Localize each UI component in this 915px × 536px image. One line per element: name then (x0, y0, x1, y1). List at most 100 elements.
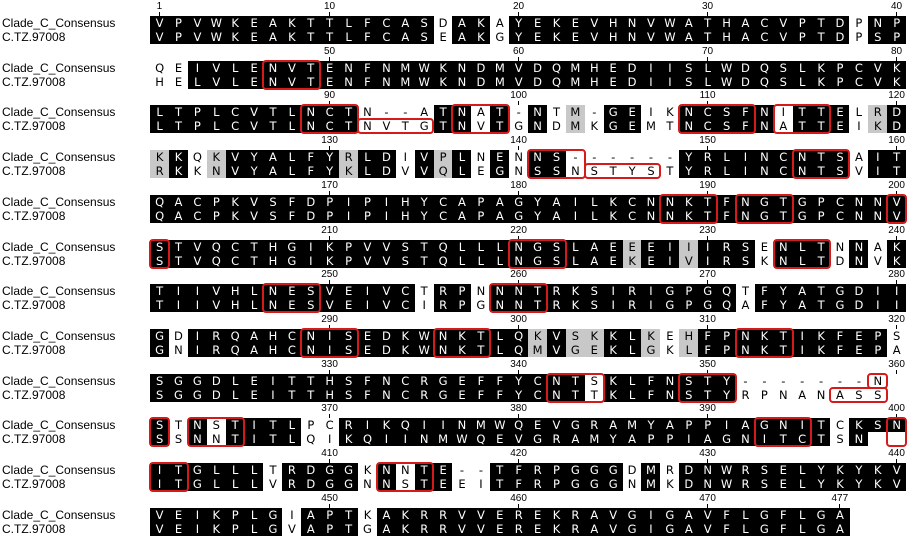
residue-cell: E (244, 60, 264, 75)
residue-cell: A (490, 16, 510, 30)
residue-cell: T (773, 342, 793, 357)
residue-cell: P (792, 30, 812, 44)
residue-cell: L (150, 119, 170, 134)
residue-cell: F (717, 194, 737, 209)
residue-cell: K (754, 328, 774, 343)
residue-cell: T (414, 463, 434, 477)
residue-cell: A (471, 105, 491, 120)
residue-cell: N (206, 432, 226, 447)
residue-cell: M (565, 105, 585, 120)
residue-cell: N (301, 119, 321, 134)
residue-cell: S (339, 342, 359, 357)
residue-cell: C (395, 387, 415, 402)
residue-cell: A (660, 418, 680, 433)
residue-cell: I (187, 284, 207, 299)
residue-cell: T (263, 432, 283, 447)
residue-cell: K (357, 507, 378, 522)
residue-cell: N (376, 74, 396, 89)
position-tick (896, 190, 898, 195)
position-number: 320 (888, 313, 905, 325)
residue-cell: N (754, 164, 774, 179)
residue-cell: C (187, 194, 207, 209)
residue-cell: N (849, 194, 869, 209)
residue-cell: T (395, 119, 415, 134)
residue-cell: S (528, 164, 548, 179)
residue-cell: P (452, 284, 472, 299)
residue-cell: T (660, 119, 680, 134)
residue-cell: R (509, 507, 529, 522)
position-number: 40 (890, 1, 903, 12)
residue-cell: C (320, 119, 340, 134)
residue-cell: Y (773, 298, 793, 313)
residue-cell: G (565, 477, 585, 491)
residue-cell: K (887, 74, 907, 89)
residue-cell: K (622, 253, 642, 268)
residue-cell: T (811, 432, 831, 447)
residue-cell: N (509, 164, 529, 179)
residue-cell: Q (717, 284, 737, 299)
residue-cell: S (414, 30, 434, 44)
residue-cell: I (320, 328, 340, 343)
residue-cell: L (206, 105, 226, 120)
residue-cell: C (225, 105, 245, 120)
residue-cell: P (717, 342, 737, 357)
residue-cell: L (471, 253, 491, 268)
residue-cell: W (717, 74, 737, 89)
residue-cell: N (754, 105, 774, 120)
residue-cell: V (282, 74, 302, 89)
residue-cell: T (168, 253, 189, 268)
residue-cell: S (717, 105, 737, 120)
residue-cell: V (150, 521, 170, 536)
residue-cell: A (452, 30, 472, 44)
residue-cell: R (414, 373, 434, 388)
residue-cell: M (641, 119, 661, 134)
residue-cell: V (244, 105, 264, 120)
residue-cell: G (187, 387, 207, 402)
sequence-label-strain: C.TZ.97008 (2, 298, 66, 313)
residue-cell: P (792, 16, 812, 30)
residue-cell: G (660, 507, 680, 522)
residue-cell: N (698, 463, 718, 477)
position-number: 300 (510, 313, 527, 325)
residue-cell: N (452, 119, 472, 134)
residue-cell: W (660, 16, 680, 30)
residue-cell: T (490, 119, 510, 134)
residue-cell: G (263, 521, 283, 536)
position-number: 180 (510, 179, 527, 191)
residue-cell: H (679, 328, 699, 343)
residue-cell: A (490, 208, 510, 223)
residue-cell: K (603, 208, 623, 223)
residue-cell: - (376, 105, 396, 120)
residue-cell: G (622, 521, 642, 536)
residue-cell: P (471, 194, 491, 209)
residue-cell: N (792, 164, 812, 179)
residue-cell: T (414, 239, 434, 254)
residue-cell: P (679, 418, 699, 433)
residue-cell: K (206, 521, 226, 536)
residue-cell: C (622, 208, 642, 223)
residue-cell: T (168, 119, 189, 134)
residue-cell: R (206, 328, 226, 343)
residue-cell: V (679, 253, 699, 268)
residue-cell: M (565, 119, 585, 134)
residue-cell: I (679, 432, 699, 447)
residue-cell: L (792, 507, 812, 522)
residue-cell: A (263, 30, 283, 44)
residue-cell: N (660, 208, 680, 223)
residue-cell: A (168, 194, 189, 209)
residue-cell: N (452, 105, 472, 120)
residue-cell: C (225, 253, 245, 268)
residue-cell: G (357, 521, 378, 536)
position-number: 477 (831, 492, 849, 504)
residue-cell: L (339, 16, 359, 30)
residue-cell: D (830, 16, 850, 30)
residue-cell: I (376, 432, 396, 447)
residue-cell: I (168, 298, 189, 313)
residue-cell: F (282, 208, 302, 223)
residue-cell: T (225, 418, 245, 433)
residue-cell: P (225, 507, 245, 522)
residue-cell: L (490, 328, 510, 343)
residue-cell: E (339, 284, 359, 299)
residue-cell: Q (433, 164, 453, 179)
residue-cell: P (679, 284, 699, 299)
